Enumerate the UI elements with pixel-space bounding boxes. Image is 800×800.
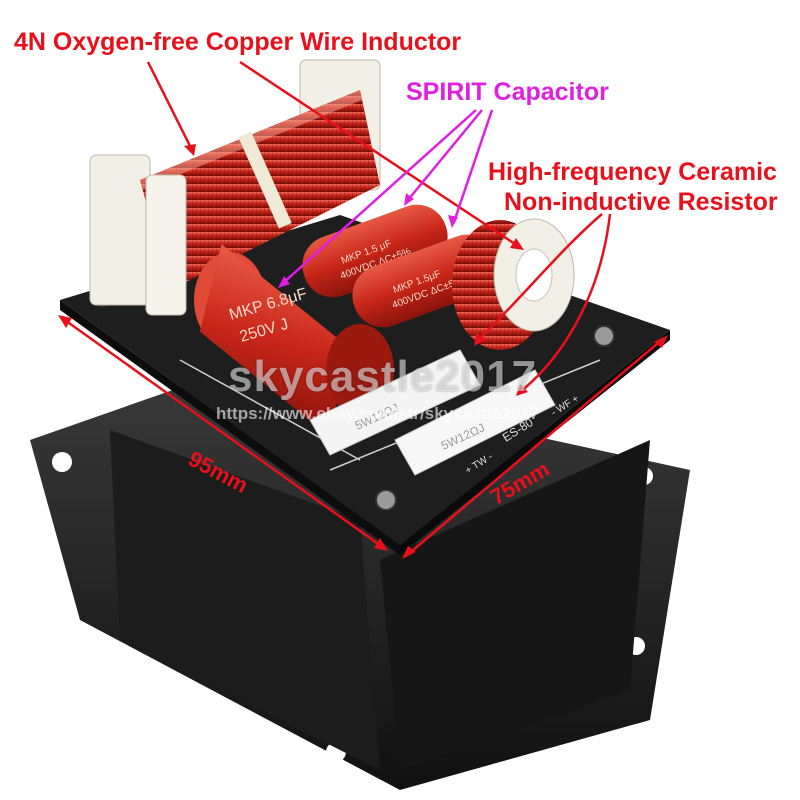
screw-front (375, 489, 397, 511)
watermark-url: https://www.ebay.com/str/skycastle2017 (216, 404, 540, 423)
large-inductor (89, 59, 381, 316)
label-resistor-line1: High-frequency Ceramic (488, 158, 777, 186)
resistor-1: 5W12ΩJ (309, 349, 481, 456)
callout-lines-capacitor (278, 109, 494, 288)
dimension-arrow-depth (402, 335, 668, 559)
watermark-name: skycastle2017 (228, 352, 538, 401)
callout-lines-resistor (474, 213, 612, 396)
label-capacitor: SPIRIT Capacitor (406, 78, 609, 106)
mounting-plate (30, 370, 690, 790)
label-resistor-line2: Non-inductive Resistor (504, 188, 778, 216)
label-inductor: 4N Oxygen-free Copper Wire Inductor (14, 28, 462, 56)
dimension-arrow-width (58, 315, 388, 551)
mount-hole-left (52, 452, 72, 472)
callout-lines-inductor (146, 60, 524, 250)
capacitor-small-1: MKP 1.5 μF 400VDC ΔC±5% (302, 204, 448, 298)
capacitor-large: MKP 6.8μF 250V J (194, 244, 394, 436)
screw-right (593, 325, 615, 347)
